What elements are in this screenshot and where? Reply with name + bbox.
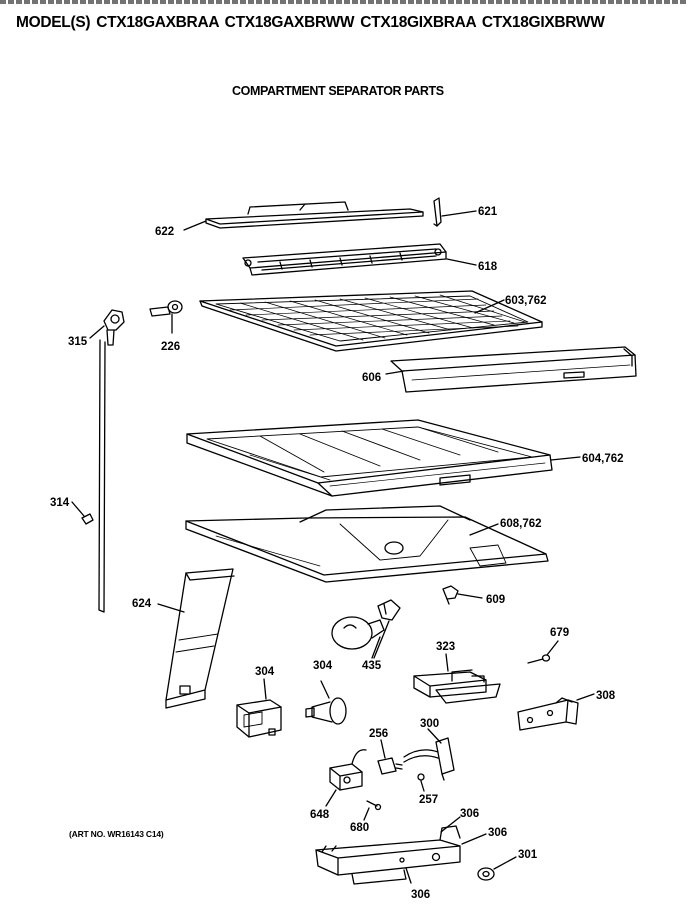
part-308-bracket (517, 697, 579, 731)
leader-624 (157, 603, 185, 613)
leader-304b (320, 680, 330, 699)
callout-226: 226 (161, 341, 180, 353)
callout-608: 608,762 (500, 518, 542, 530)
callout-301: 301 (518, 849, 538, 861)
part-680-screw (366, 800, 382, 811)
leader-606 (385, 370, 405, 375)
part-304-knob (305, 697, 347, 725)
leader-301 (493, 856, 517, 870)
art-number: (ART NO. WR16143 C14) (69, 829, 164, 839)
callout-618: 618 (478, 261, 498, 273)
part-604-separator-tray (186, 419, 553, 497)
part-648-thermostat (329, 749, 367, 791)
callout-606: 606 (362, 372, 381, 384)
part-621-clip (433, 197, 442, 227)
leader-680 (363, 807, 370, 821)
part-314-clip (81, 513, 94, 525)
leader-257 (420, 780, 425, 792)
part-304-bracket (236, 699, 282, 738)
leader-622 (183, 220, 207, 231)
callout-257: 257 (419, 794, 438, 806)
part-300-switch (403, 737, 455, 781)
leader-306c (405, 867, 412, 884)
part-606-drawer-front (390, 346, 637, 393)
part-256-connector (377, 757, 403, 775)
part-257-fastener (417, 773, 425, 781)
callout-679: 679 (550, 627, 569, 639)
callout-304a: 304 (255, 666, 275, 678)
part-624-panel (165, 568, 235, 709)
callout-323: 323 (436, 641, 455, 653)
callout-306a: 306 (460, 808, 479, 820)
leader-608 (469, 523, 499, 536)
leader-306a (440, 816, 461, 833)
leader-323 (445, 653, 449, 672)
part-301-nut (477, 867, 495, 881)
callout-435: 435 (362, 660, 382, 672)
callout-609: 609 (486, 594, 505, 606)
part-679-screw (527, 654, 551, 664)
leader-609 (457, 593, 483, 599)
leader-306b (461, 833, 487, 845)
callout-308: 308 (596, 690, 616, 702)
callout-306c: 306 (411, 889, 430, 901)
callout-621: 621 (478, 206, 498, 218)
leader-304a (263, 678, 267, 700)
part-603-wire-shelf (199, 290, 543, 352)
scan-edge-line (0, 0, 688, 4)
leader-435b (373, 620, 390, 659)
part-315-hinge-rod (98, 309, 125, 613)
part-306-control-housing (315, 825, 461, 885)
callout-624: 624 (132, 598, 152, 610)
part-435-bulb (331, 599, 401, 650)
callout-680: 680 (350, 822, 369, 834)
callout-300: 300 (420, 718, 439, 730)
leader-300 (427, 728, 442, 744)
leader-256 (380, 739, 386, 759)
leader-308 (576, 693, 595, 701)
part-226-pin (149, 300, 183, 317)
callout-256: 256 (369, 728, 388, 740)
part-609-fastener (442, 585, 459, 605)
callout-603: 603,762 (505, 295, 547, 307)
leader-618 (446, 258, 477, 266)
part-323-housing (413, 669, 501, 704)
diagram-subtitle: COMPARTMENT SEPARATOR PARTS (232, 84, 444, 98)
callout-304b: 304 (313, 660, 333, 672)
callout-622: 622 (155, 226, 174, 238)
leader-679 (546, 640, 559, 656)
part-622-cover (205, 201, 424, 229)
leader-648 (325, 789, 337, 807)
leader-604 (550, 456, 581, 461)
part-618-rail (242, 243, 447, 276)
callout-648: 648 (310, 809, 330, 821)
leader-603 (474, 299, 505, 314)
callout-604: 604,762 (582, 453, 624, 465)
leader-314 (71, 501, 85, 517)
callout-306b: 306 (488, 827, 507, 839)
leader-621 (441, 210, 477, 217)
model-title: MODEL(S) CTX18GAXBRAA CTX18GAXBRWW CTX18… (16, 14, 605, 31)
leader-315 (89, 325, 105, 339)
callout-314: 314 (50, 497, 70, 509)
part-608-lower-tray (185, 505, 549, 583)
callout-315: 315 (68, 336, 88, 348)
leader-435a (371, 636, 381, 659)
